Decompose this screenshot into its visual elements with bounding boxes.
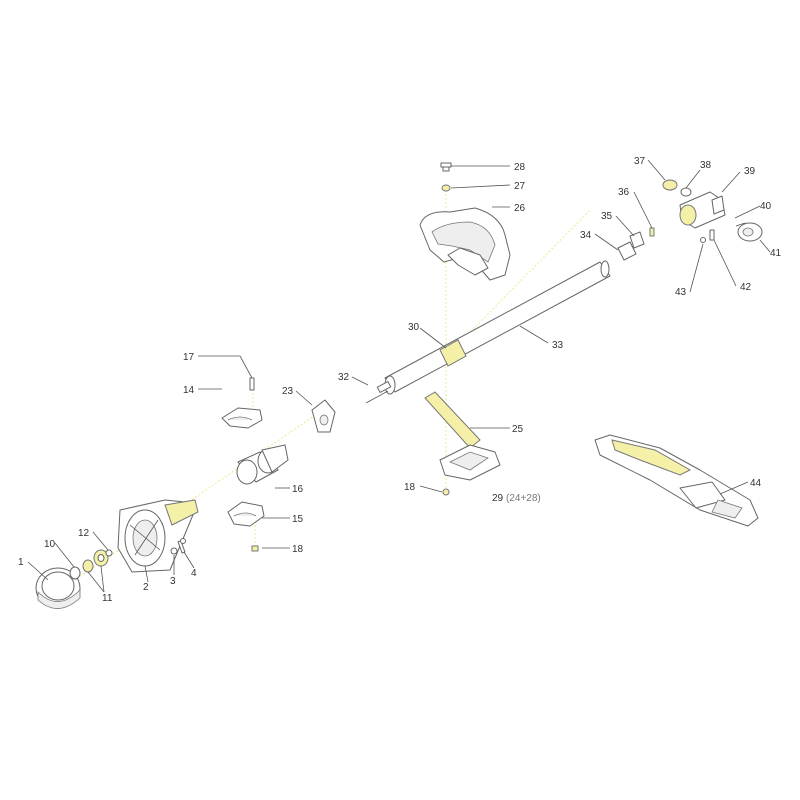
label-36: 36 [618, 187, 630, 198]
part-14-clamp-top [221, 407, 263, 429]
part-38-nut [680, 187, 692, 197]
part-44-shoulder-strap [594, 434, 759, 527]
label-43: 43 [675, 287, 687, 298]
part-18-nut-center [442, 488, 450, 496]
label-29: 29 [492, 493, 504, 504]
label-40: 40 [760, 201, 772, 212]
part-number-labels: 1 10 12 11 2 3 4 17 14 16 15 18 23 32 30… [18, 156, 782, 604]
part-42-bolt [709, 229, 715, 241]
part-17-bolt [249, 377, 255, 391]
label-27: 27 [514, 181, 526, 192]
label-10: 10 [44, 539, 56, 550]
part-28-bolt [440, 162, 452, 172]
label-34: 34 [580, 230, 592, 241]
label-16: 16 [292, 484, 304, 495]
label-3: 3 [170, 576, 176, 587]
label-29-sub: (24+28) [506, 493, 541, 504]
label-44: 44 [750, 478, 762, 489]
part-37-ring [662, 179, 678, 191]
label-4: 4 [191, 568, 197, 579]
label-32: 32 [338, 372, 350, 383]
label-39: 39 [744, 166, 756, 177]
label-17: 17 [183, 352, 195, 363]
part-40-screw [735, 222, 746, 227]
part-1-cup [35, 567, 81, 609]
part-15-clamp-bottom [227, 501, 265, 527]
part-10-circlip [69, 566, 81, 580]
part-4-bolt [177, 538, 186, 554]
label-23: 23 [282, 386, 294, 397]
part-2-gear-case [117, 499, 199, 573]
label-11: 11 [102, 593, 113, 604]
label-14: 14 [183, 385, 195, 396]
label-37: 37 [634, 156, 646, 167]
part-23-hanger [311, 399, 336, 433]
part-12-bearing [105, 549, 113, 557]
label-42: 42 [740, 282, 752, 293]
label-28: 28 [514, 162, 526, 173]
label-38: 38 [700, 160, 712, 171]
part-36-pin [649, 227, 655, 237]
part-34-collar [617, 241, 637, 261]
label-30: 30 [408, 322, 420, 333]
part-11-washers [82, 549, 109, 573]
label-1: 1 [18, 557, 24, 568]
part-39-throttle-housing [679, 191, 726, 229]
label-15: 15 [292, 514, 304, 525]
part-16-joint-sleeve [236, 444, 289, 485]
label-41: 41 [770, 248, 782, 259]
leader-lines [27, 159, 771, 593]
part-26-loop-handle [419, 207, 511, 281]
part-3-nut [170, 547, 178, 555]
part-33-drive-shaft-pipe [384, 260, 611, 395]
label-12: 12 [78, 528, 90, 539]
label-35: 35 [601, 211, 613, 222]
part-25-handle-holder [424, 391, 501, 481]
part-41-knob [737, 222, 763, 242]
label-33: 33 [552, 340, 564, 351]
label-2: 2 [143, 582, 149, 593]
label-18-lower: 18 [292, 544, 304, 555]
label-26: 26 [514, 203, 526, 214]
label-18-center: 18 [404, 482, 416, 493]
part-43-screw [700, 237, 706, 243]
label-25: 25 [512, 424, 524, 435]
part-18-nut-lower [251, 545, 259, 552]
part-32-inner-shaft [365, 381, 392, 404]
part-30-grip-ring [439, 339, 467, 367]
part-27-washer [441, 184, 451, 192]
